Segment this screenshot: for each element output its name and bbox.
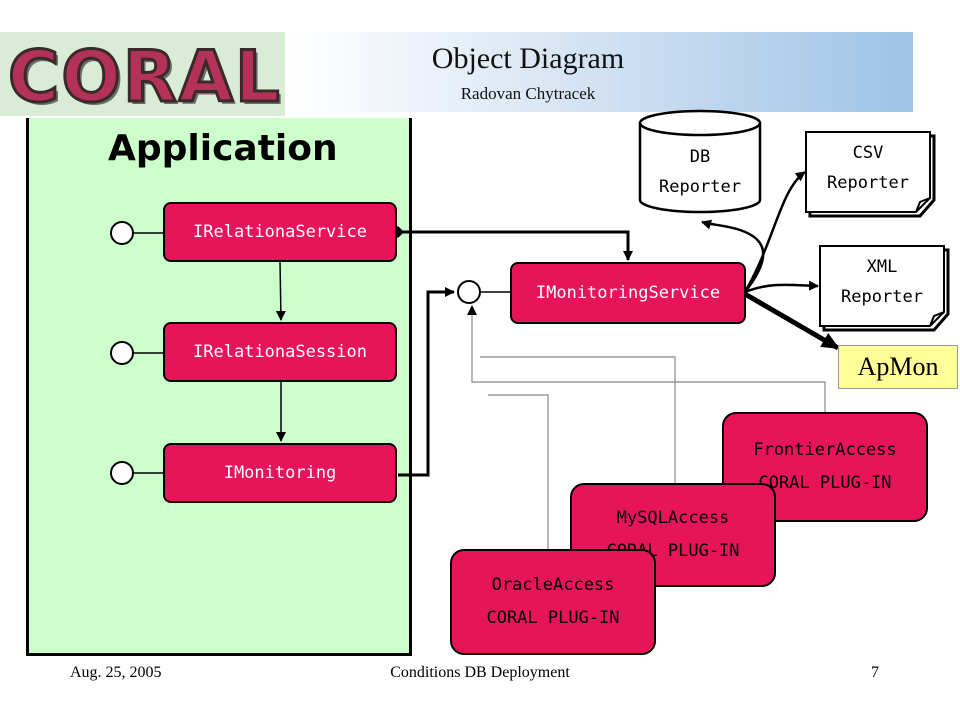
slide-title: Object Diagram (431, 42, 625, 75)
application-title: Application (108, 128, 338, 169)
db-reporter-line2: Reporter (659, 177, 741, 197)
footer-date: Aug. 25, 2005 (70, 664, 162, 681)
title-bar (288, 32, 913, 112)
xml-reporter-line1: XML (866, 257, 898, 277)
oracleaccess-name: OracleAccess (491, 575, 615, 595)
xml-reporter-line2: Reporter (841, 287, 923, 307)
lollipop-imonitoring (110, 461, 165, 485)
imonitoringservice-box: IMonitoringService (510, 262, 746, 324)
lollipop-irelationaservice (110, 221, 165, 245)
frontieraccess-plugin: FrontierAccess CORAL PLUG-IN (722, 412, 928, 522)
csv-reporter-doc (805, 131, 936, 218)
footer-title: Conditions DB Deployment (390, 664, 570, 681)
mysqlaccess-name: MySQLAccess (616, 508, 730, 528)
irelationasession-box: IRelationaSession (163, 322, 397, 382)
frontieraccess-tag: CORAL PLUG-IN (758, 473, 892, 493)
oracleaccess-tag: CORAL PLUG-IN (486, 608, 620, 628)
lollipop-imonitoringservice (457, 280, 512, 304)
xml-reporter-doc (819, 245, 950, 332)
xml-reporter-label: XML Reporter (820, 252, 944, 312)
db-reporter-label: DB Reporter (640, 142, 760, 202)
db-reporter-line1: DB (689, 147, 711, 167)
slide-subtitle: Radovan Chytracek (460, 84, 596, 103)
imonitoring-box: IMonitoring (163, 443, 397, 503)
csv-reporter-line1: CSV (852, 143, 884, 163)
apmon-box: ApMon (838, 345, 958, 389)
coral-logo: CORAL (0, 32, 285, 120)
logo-text: CORAL (7, 35, 282, 120)
frontieraccess-name: FrontierAccess (753, 440, 897, 460)
lollipop-irelationasession (110, 341, 165, 365)
irelationaservice-box: IRelationaService (163, 202, 397, 262)
oracleaccess-plugin: OracleAccess CORAL PLUG-IN (450, 549, 656, 655)
csv-reporter-label: CSV Reporter (806, 138, 930, 198)
footer-page-number: 7 (871, 664, 879, 681)
db-reporter-cylinder (638, 109, 762, 214)
csv-reporter-line2: Reporter (827, 173, 909, 193)
